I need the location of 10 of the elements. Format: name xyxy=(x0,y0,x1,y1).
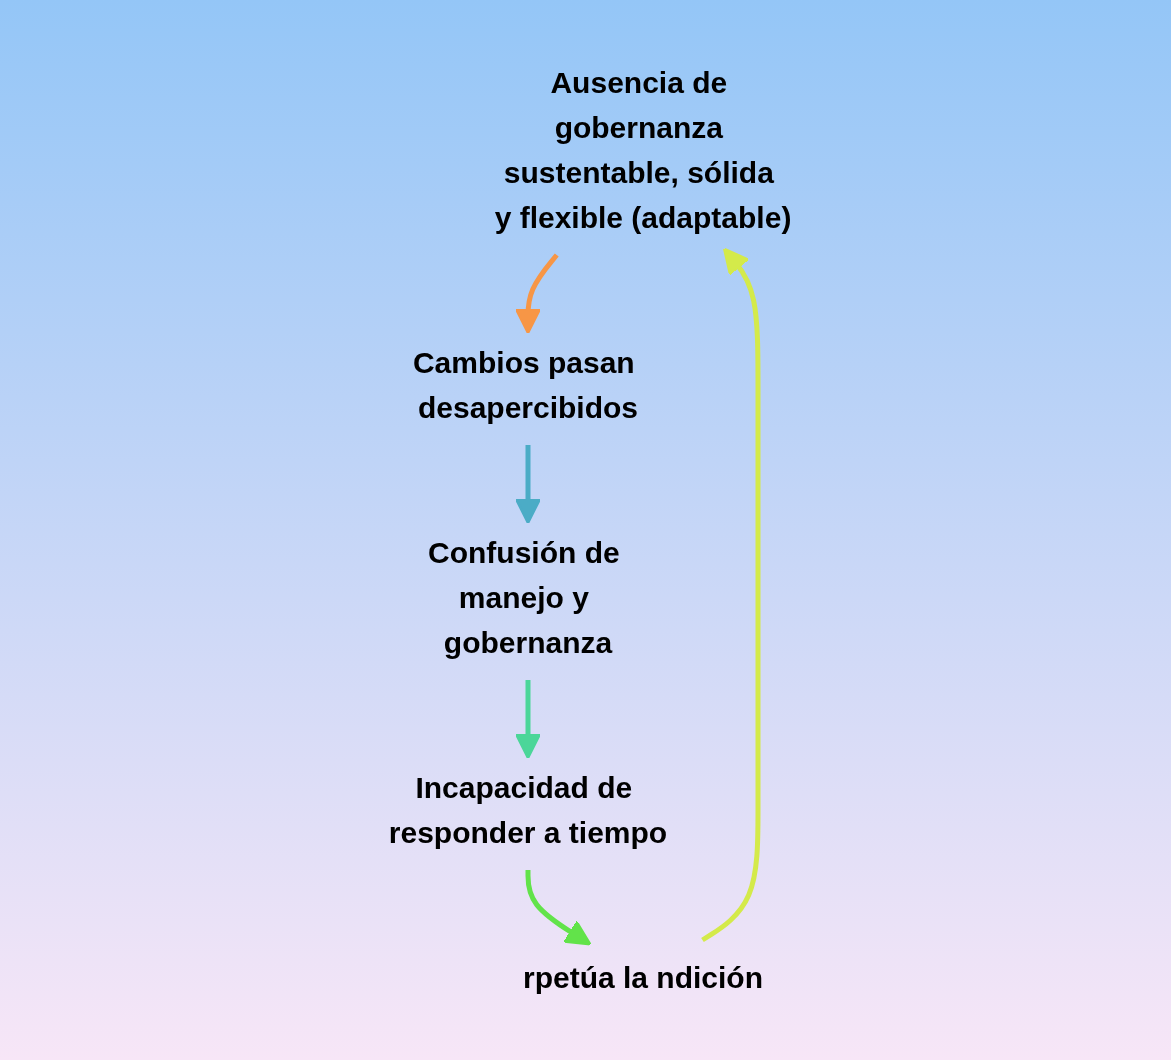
node-text: Ausencia de gobernanza sustentable, sólida y flexible (adaptable) xyxy=(494,66,792,234)
node-text: Cambios pasan desapercibidos xyxy=(412,346,639,424)
arrow xyxy=(701,247,761,943)
arrow xyxy=(514,680,542,760)
node-text: Incapacidad de responder a tiempo xyxy=(388,771,668,849)
arrow xyxy=(514,445,542,525)
node-text: rpetúa la ndición xyxy=(522,961,764,994)
arrow xyxy=(514,253,559,335)
node-text: Confusión de manejo y gobernanza xyxy=(428,536,620,659)
arrow xyxy=(525,870,592,946)
